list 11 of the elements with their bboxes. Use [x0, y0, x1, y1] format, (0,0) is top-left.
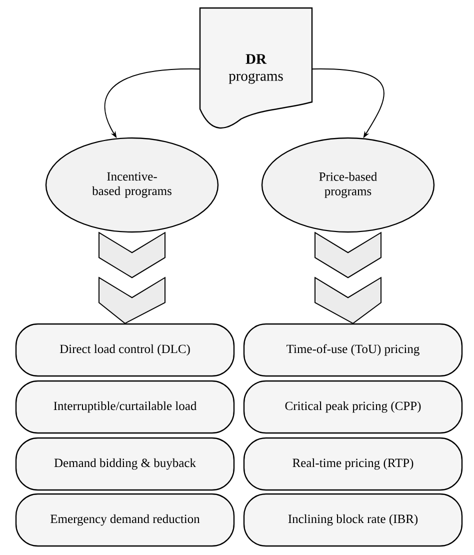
- chevron-arrow: [314, 232, 382, 324]
- program-box: Demand bidding & buyback: [15, 437, 235, 491]
- chevron-arrow: [98, 232, 166, 324]
- program-box: Time-of-use (ToU) pricing: [243, 323, 463, 377]
- program-box: Emergency demand reduction: [15, 493, 235, 547]
- program-box: Critical peak pricing (CPP): [243, 380, 463, 434]
- program-box: Direct load control (DLC): [15, 323, 235, 377]
- document-box: DR programs: [199, 7, 313, 129]
- program-box: Inclining block rate (IBR): [243, 493, 463, 547]
- program-box: Interruptible/curtailable load: [15, 380, 235, 434]
- program-box: Real-time pricing (RTP): [243, 437, 463, 491]
